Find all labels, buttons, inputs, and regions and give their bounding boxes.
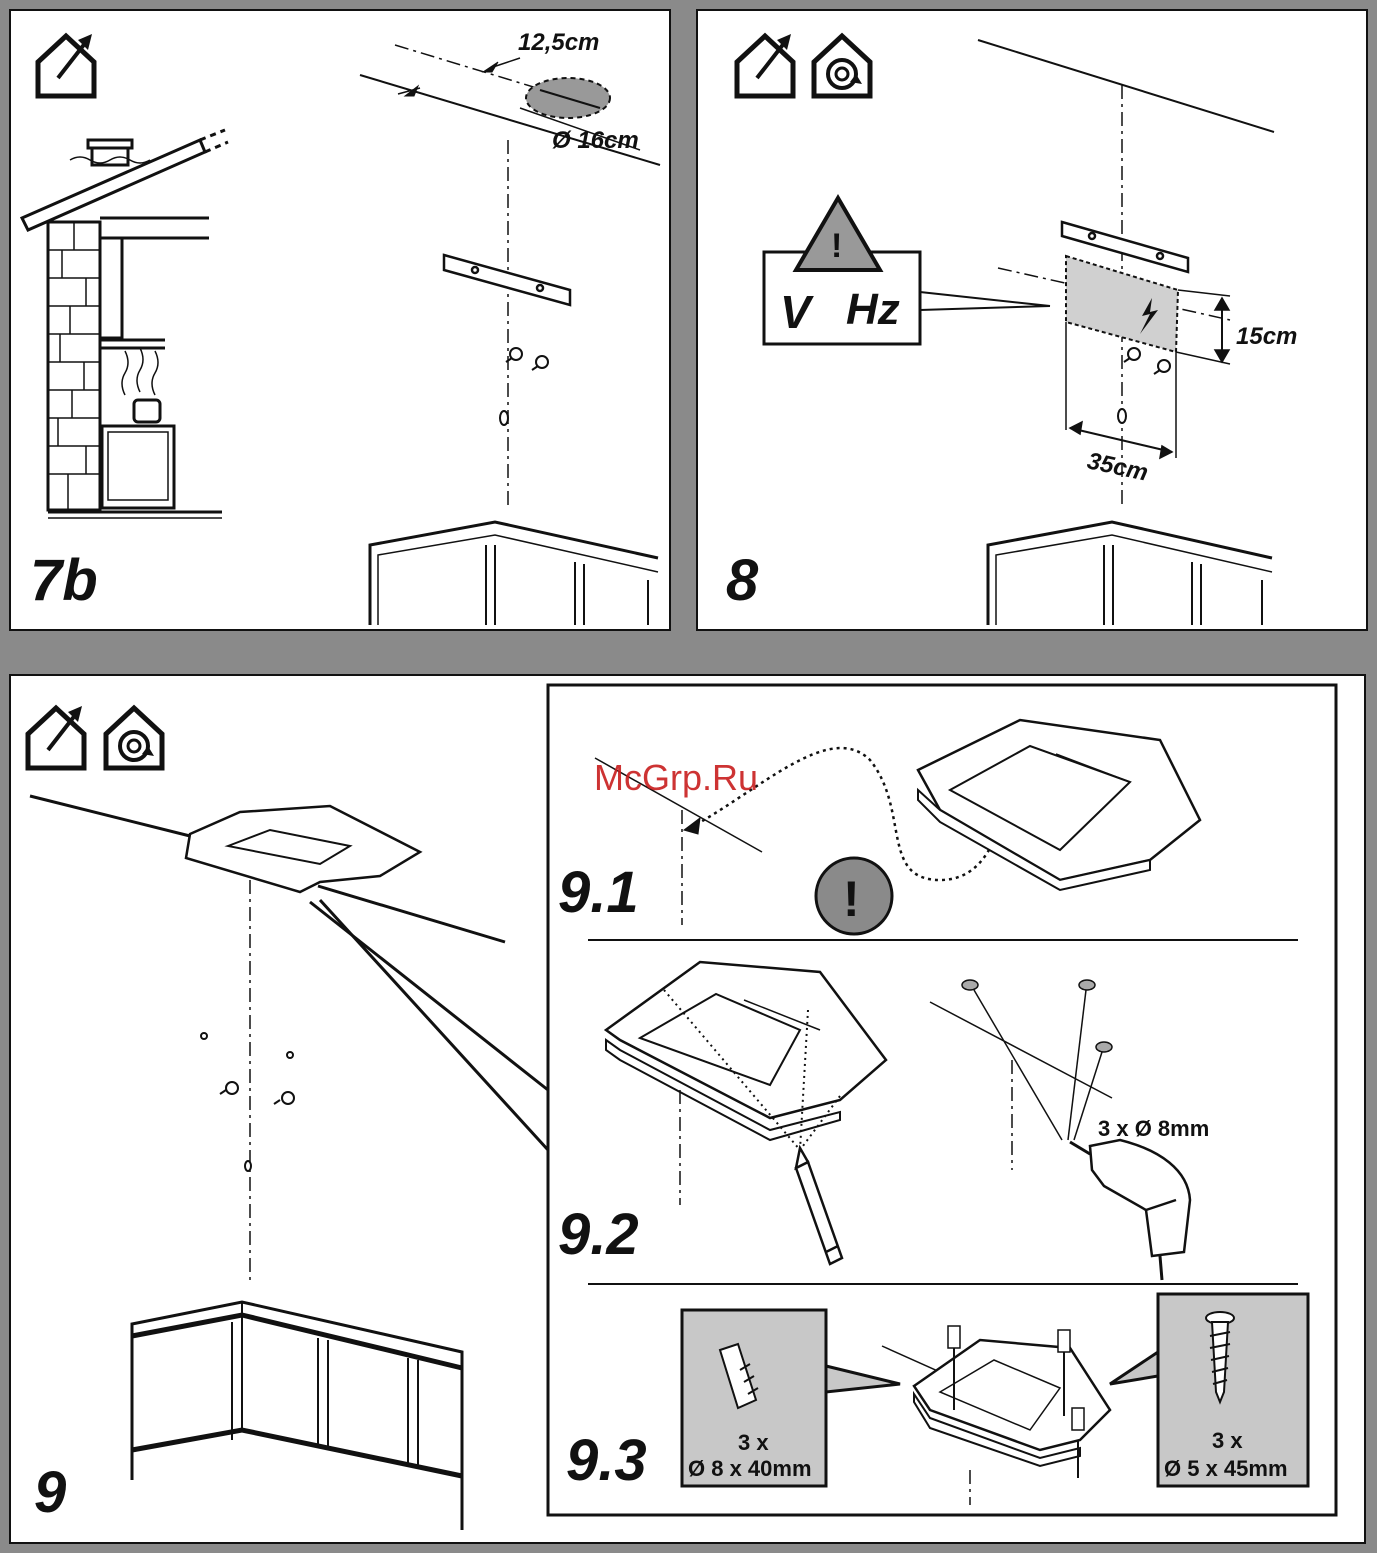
svg-text:!: ! bbox=[831, 227, 842, 265]
detail-box: ! 9.1 bbox=[548, 685, 1336, 1515]
screw-qty: 3 x bbox=[1212, 1428, 1243, 1453]
step-number-8: 8 bbox=[726, 548, 759, 613]
plug-qty: 3 x bbox=[738, 1430, 769, 1455]
panel-8: 15cm 35cm ! V Hz 8 bbox=[697, 10, 1367, 630]
step-number-7b: 7b bbox=[30, 548, 98, 613]
panel-7b: 12,5cm Ø 16cm 7b bbox=[10, 10, 670, 630]
screw-size: Ø 5 x 45mm bbox=[1164, 1456, 1288, 1481]
warning-icon: ! bbox=[816, 858, 892, 934]
warning-voltage: V bbox=[780, 286, 814, 338]
step-number-9: 9 bbox=[34, 1460, 66, 1525]
step-number-9-3: 9.3 bbox=[566, 1428, 647, 1493]
step-number-9-1: 9.1 bbox=[558, 860, 639, 925]
warning-frequency: Hz bbox=[846, 285, 900, 334]
step-number-9-2: 9.2 bbox=[558, 1202, 639, 1267]
svg-text:!: ! bbox=[843, 871, 860, 927]
dimension-height-8: 15cm bbox=[1236, 323, 1297, 350]
dimension-distance-7b: 12,5cm bbox=[518, 29, 599, 56]
watermark: McGrp.Ru bbox=[594, 757, 758, 798]
dimension-diameter-7b: Ø 16cm bbox=[552, 127, 639, 154]
drill-note: 3 x Ø 8mm bbox=[1098, 1116, 1209, 1141]
plug-size: Ø 8 x 40mm bbox=[688, 1456, 812, 1481]
panel-9: 9 ! 9.1 bbox=[10, 675, 1365, 1543]
